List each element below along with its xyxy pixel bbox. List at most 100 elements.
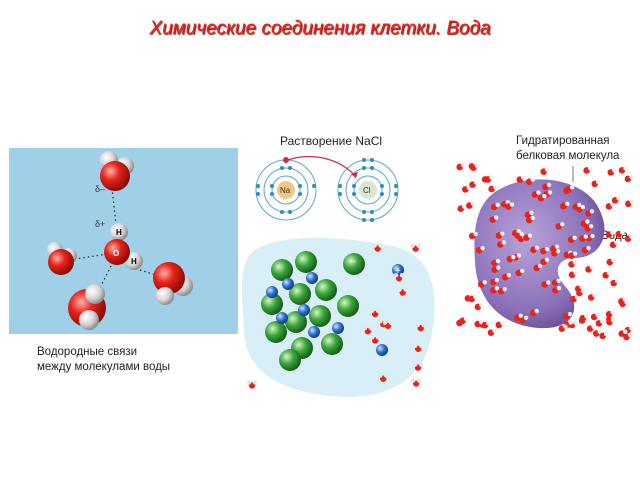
water-molecule-hydrogen [589,265,595,270]
water-molecule-hydrogen [568,320,573,325]
water-molecule-hydrogen [520,268,525,274]
water-molecule-hydrogen [534,308,539,314]
water-molecule-hydrogen [511,254,516,260]
water-molecule-hydrogen [495,202,500,208]
water-molecule-hydrogen [610,202,615,207]
water-molecule-hydrogen [518,313,523,319]
water-molecule-hydrogen [607,271,612,276]
water-molecule-hydrogen [573,270,578,276]
water-molecule-hydrogen [362,326,368,331]
water-molecule-hydrogen [416,378,422,383]
water-molecule-hydrogen [623,329,628,334]
nacl-solution-illustration: – + [241,237,435,398]
water-molecule-hydrogen [565,201,570,206]
water-molecule-hydrogen [615,278,620,284]
water-molecule-hydrogen [474,163,480,168]
sodium-ion [392,264,404,276]
sodium-label: Na [280,186,291,195]
water-molecule-hydrogen [629,174,634,180]
chloride-ion [265,321,287,343]
sodium-ion [376,344,388,356]
water-molecule-hydrogen [246,380,252,385]
water-molecule-hydrogen [500,320,505,326]
nacl-crystal-cluster [246,243,426,389]
chloride-ion [285,311,307,333]
water-molecule-hydrogen [509,202,515,207]
water-molecule-hydrogen [590,233,595,239]
hydrated-protein-illustration [456,162,635,341]
water-molecule-hydrogen [463,316,469,322]
water-molecule-hydrogen [492,184,498,190]
water-molecule-hydrogen [370,335,375,340]
water-molecule-hydrogen [567,311,573,317]
chloride-ion [309,305,331,327]
water-molecule-hydrogen [388,320,394,325]
water-molecule-hydrogen [610,309,615,315]
water-molecule-hydrogen [610,230,615,235]
water-molecule-hydrogen [538,263,543,269]
oxygen-label: O [113,249,119,258]
water-molecule-hydrogen [462,204,467,209]
water-molecule-hydrogen [506,273,512,278]
chlorine-nucleus [359,181,377,199]
water-caption-line1: Водородные связи [37,346,138,358]
partial-negative-charge-label: δ– [95,184,105,194]
water-molecule-hydrogen [494,286,500,291]
sodium-ion [306,272,318,284]
water-molecule-hydrogen [378,373,383,378]
water-molecule-hydrogen [482,280,487,285]
water-molecule-hydrogen [547,190,553,195]
water-molecule-hydrogen [610,317,616,323]
water-molecule-hydrogen [369,308,375,314]
sodium-ion [332,322,344,334]
water-molecule-hydrogen [572,260,578,265]
nacl-title: Растворение NaCl [280,134,383,148]
water-molecule-central: H O H [104,223,143,270]
sodium-ion [308,326,320,338]
water-molecule-hydrogen [623,166,628,171]
sodium-ion [276,312,288,324]
water-molecule-hydrogen [516,229,521,234]
water-molecule-hydrogen [574,294,580,300]
water-molecule-hydrogen [591,324,596,329]
chloride-ion [279,349,301,371]
water-molecule-hydrogen [629,325,634,331]
water-molecule-hydrogen [501,240,507,245]
water-molecule-hydrogen [563,324,568,329]
sodium-ion [266,286,278,298]
water-molecule-hydrogen [592,293,597,298]
water-molecule-hydrogen [393,273,399,278]
water-molecule-hydrogen [627,332,633,338]
water-molecule-hydrogen [529,210,534,215]
water-molecule-hydrogen [410,243,415,248]
water-molecule-hydrogen [611,257,616,263]
water-molecule-hydrogen [461,162,466,168]
water-molecule-hydrogen [629,234,634,239]
chloride-ion [295,251,317,273]
water-molecule-hydrogen [473,294,478,300]
water-molecule-hydrogen [622,297,628,302]
water-molecule-hydrogen [580,204,586,210]
water-molecule-hydrogen [412,362,418,367]
water-molecule-hydrogen [556,285,562,291]
sodium-ion-sign: + [395,266,401,277]
water-molecule-hydrogen [378,243,383,248]
water-molecules-illustration: δ– δ+ H O H [47,151,193,330]
protein-title-line1: Гидратированная [516,135,610,147]
water-molecule-hydrogen [589,224,594,229]
water-molecule-right [153,262,193,305]
protein-title-line2: белковая молекула [516,150,620,162]
water-molecule-hydrogen [527,233,533,238]
water-molecule-hydrogen [587,166,593,171]
water-molecule-bottom [68,284,106,330]
water-molecule-hydrogen [470,201,476,206]
water-molecule-hydrogen [416,243,421,248]
water-molecule-left [47,242,77,275]
water-molecule-hydrogen [479,302,484,308]
water-molecule-hydrogen [600,319,605,324]
water-molecule-hydrogen [410,378,416,383]
water-molecule-hydrogen [616,196,621,201]
chloride-ion-sign: – [350,256,356,267]
chloride-ion [315,279,337,301]
water-molecule-hydrogen [572,251,578,256]
